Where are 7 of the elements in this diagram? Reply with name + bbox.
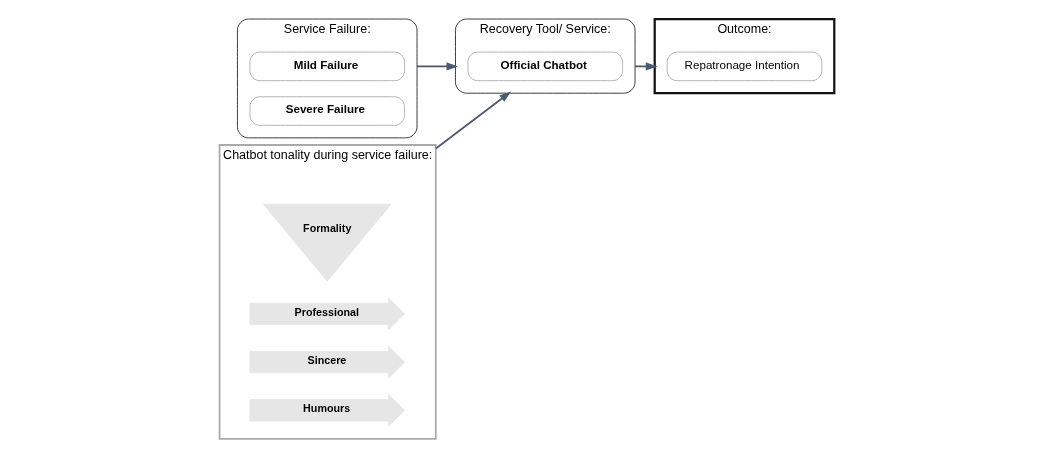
node-box: Mild Failure bbox=[249, 51, 405, 82]
node-box: Repatronage Intention bbox=[666, 51, 823, 82]
arrow bbox=[416, 62, 459, 71]
arrow bbox=[434, 91, 512, 150]
node-box: Official Chatbot bbox=[467, 51, 623, 82]
node-box: Severe Failure bbox=[249, 96, 405, 126]
arrow bbox=[634, 62, 658, 71]
